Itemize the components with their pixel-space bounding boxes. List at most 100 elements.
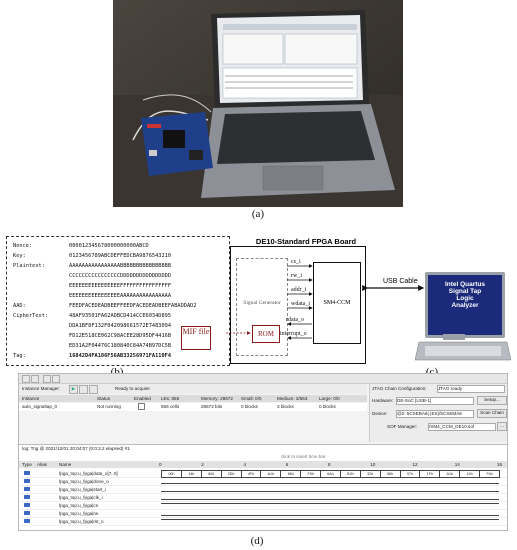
- vector-value: EEEEEEEEEEEEEEEEAAAAAAAAAAAAAAAA: [69, 293, 172, 299]
- bus-value: 32h: [359, 470, 381, 478]
- signal-type-icon: [24, 487, 30, 491]
- vector-value: ED31A2F04476C180840C84A74B97DC5B: [69, 343, 172, 349]
- bus-value: 2Dh: [220, 470, 242, 478]
- usb-cable-label: USB Cable: [383, 278, 418, 285]
- bus-value: 10h: [459, 470, 481, 478]
- col-medium: Medium: 3/553: [277, 396, 308, 401]
- signal-addr-i: addr_i: [291, 287, 307, 293]
- bus-value: 14h: [180, 470, 202, 478]
- signal-row[interactable]: fpga_top:u_fpga|cs: [19, 502, 507, 510]
- enabled-checkbox[interactable]: [138, 403, 145, 410]
- time-tick-label: 4: [243, 462, 247, 467]
- vector-label: Key:: [13, 253, 26, 259]
- insert-time-bar-hint[interactable]: click to insert time bar: [281, 454, 326, 459]
- sof-browse-button[interactable]: …: [497, 422, 507, 431]
- acquire-status: Ready to acquire: [115, 386, 150, 391]
- redo-icon[interactable]: [52, 375, 60, 383]
- waveform-header: Type Alias Name: [19, 461, 507, 468]
- bus-value: 6Ah: [320, 470, 341, 478]
- signal-row[interactable]: fpga_top:u_fpga|start_i: [19, 486, 507, 494]
- save-icon[interactable]: [31, 375, 39, 383]
- signaltap-window: Instance Manager: ▶ Ready to acquire Ins…: [18, 373, 508, 531]
- signal-type-icon: [24, 495, 30, 499]
- signal-waveform: [161, 499, 499, 500]
- run-icon[interactable]: ▶: [69, 385, 78, 394]
- vector-label: AAD:: [13, 303, 26, 309]
- instance-large: 0 blocks: [319, 404, 336, 409]
- signal-type-icon: [24, 503, 30, 507]
- computer-base: [415, 334, 511, 361]
- signal-row[interactable]: fpga_top:u_fpga|done_o: [19, 478, 507, 486]
- instance-row[interactable]: auto_signaltap_0 Not running 656 cells 2…: [19, 403, 367, 411]
- scan-chain-button[interactable]: Scan Chain: [477, 409, 507, 418]
- signaltap-monitor: Intel Quartus Signal Tap Logic Analyzer: [425, 272, 505, 338]
- instance-small: 0 blocks: [241, 404, 258, 409]
- time-tick-label: 6: [285, 462, 289, 467]
- signal-name: fpga_top:u_fpga|rst_n: [59, 519, 104, 524]
- bus-value: A1h: [260, 470, 282, 478]
- signal-row[interactable]: fpga_top:u_fpga|clk_i: [19, 494, 507, 502]
- monitor-line-4: Analyzer: [451, 302, 479, 309]
- col-name: Name: [59, 462, 72, 467]
- jtag-status-field: JTAG ready: [437, 385, 505, 393]
- open-icon[interactable]: [22, 375, 30, 383]
- signal-waveform: [161, 519, 499, 520]
- undo-icon[interactable]: [43, 375, 51, 383]
- vector-value: 48AF93501FA62ADBCD414CCE6034D895: [69, 313, 172, 319]
- instance-status: Not running: [97, 404, 121, 409]
- instance-table-header: Instance Status Enabled LEs: 656 Memory:…: [19, 395, 367, 402]
- signal-rdata-o: rdata_o: [286, 317, 304, 323]
- bus-value: A1h: [439, 470, 461, 478]
- vector-value: EEEEEEEEEEEEEEEEFFFFFFFFFFFFFFFF: [69, 283, 172, 289]
- stop-icon[interactable]: [89, 385, 98, 394]
- col-type: Type: [22, 462, 32, 467]
- monitor-line-1: Intel Quartus: [444, 281, 486, 288]
- instance-medium: 3 blocks: [277, 404, 294, 409]
- board-title: DE10-Standard FPGA Board: [255, 237, 357, 246]
- caption-a: (a): [251, 208, 265, 220]
- bus-value: 00h: [161, 470, 182, 478]
- hardware-select[interactable]: DE-SoC [USB-1]: [396, 397, 474, 405]
- hardware-label: Hardware:: [372, 398, 394, 403]
- col-les: LEs: 656: [161, 396, 180, 401]
- signal-generator-label: Signal Generator: [243, 300, 281, 306]
- mif-file-label: MIF file: [181, 326, 211, 350]
- vector-value: 16842D4FA186F56AB33256971FA110F4: [69, 353, 172, 359]
- vector-label: Nonce:: [13, 243, 33, 249]
- time-tick-label: 10: [370, 462, 376, 467]
- signal-type-icon: [24, 511, 30, 515]
- signal-interrupt-o: interrupt_o: [280, 331, 307, 337]
- toolbar: [19, 374, 507, 384]
- signal-type-icon: [24, 519, 30, 523]
- signal-row[interactable]: fpga_top:u_fpga|rst_n: [19, 518, 507, 526]
- vector-label: Tag:: [13, 353, 26, 359]
- caption-d: (d): [250, 535, 264, 547]
- time-tick-label: 12: [412, 462, 418, 467]
- device-select[interactable]: @2: 5CSEBA6(.|ES)/5CSEMA6: [396, 410, 474, 418]
- vector-value: 0123456789ABCDEFFEDCBA9876543210: [69, 253, 172, 259]
- vector-value: FD12E518CE062C98ACEE28D95DF4416B: [69, 333, 172, 339]
- bus-value: 97h: [399, 470, 421, 478]
- signal-name: fpga_top:u_fpga|start_i: [59, 487, 106, 492]
- signal-row[interactable]: fpga_top:u_fpga|rw: [19, 510, 507, 518]
- signal-name: fpga_top:u_fpga|cs: [59, 503, 98, 508]
- instance-les: 656 cells: [161, 404, 180, 409]
- time-tick-label: 8: [328, 462, 331, 467]
- vector-label: Plaintext:: [13, 263, 45, 269]
- sof-file-field[interactable]: /SM4_CCM_DE10.sof: [428, 423, 496, 431]
- instance-name: auto_signaltap_0: [22, 404, 57, 409]
- signal-waveform: [161, 503, 499, 504]
- photo-drawing: [113, 0, 403, 207]
- col-memory: Memory: 28672: [201, 396, 233, 401]
- signal-name: fpga_top:u_fpga|clk_i: [59, 495, 103, 500]
- input-arrows: [287, 264, 313, 310]
- signal-waveform: [161, 491, 499, 492]
- bus-value: 86h: [280, 470, 302, 478]
- rom-block: ROM: [252, 325, 280, 343]
- setup-button[interactable]: Setup...: [477, 396, 507, 405]
- output-arrows: [287, 322, 312, 340]
- signal-waveform: [161, 483, 499, 484]
- autorun-icon[interactable]: [79, 385, 88, 394]
